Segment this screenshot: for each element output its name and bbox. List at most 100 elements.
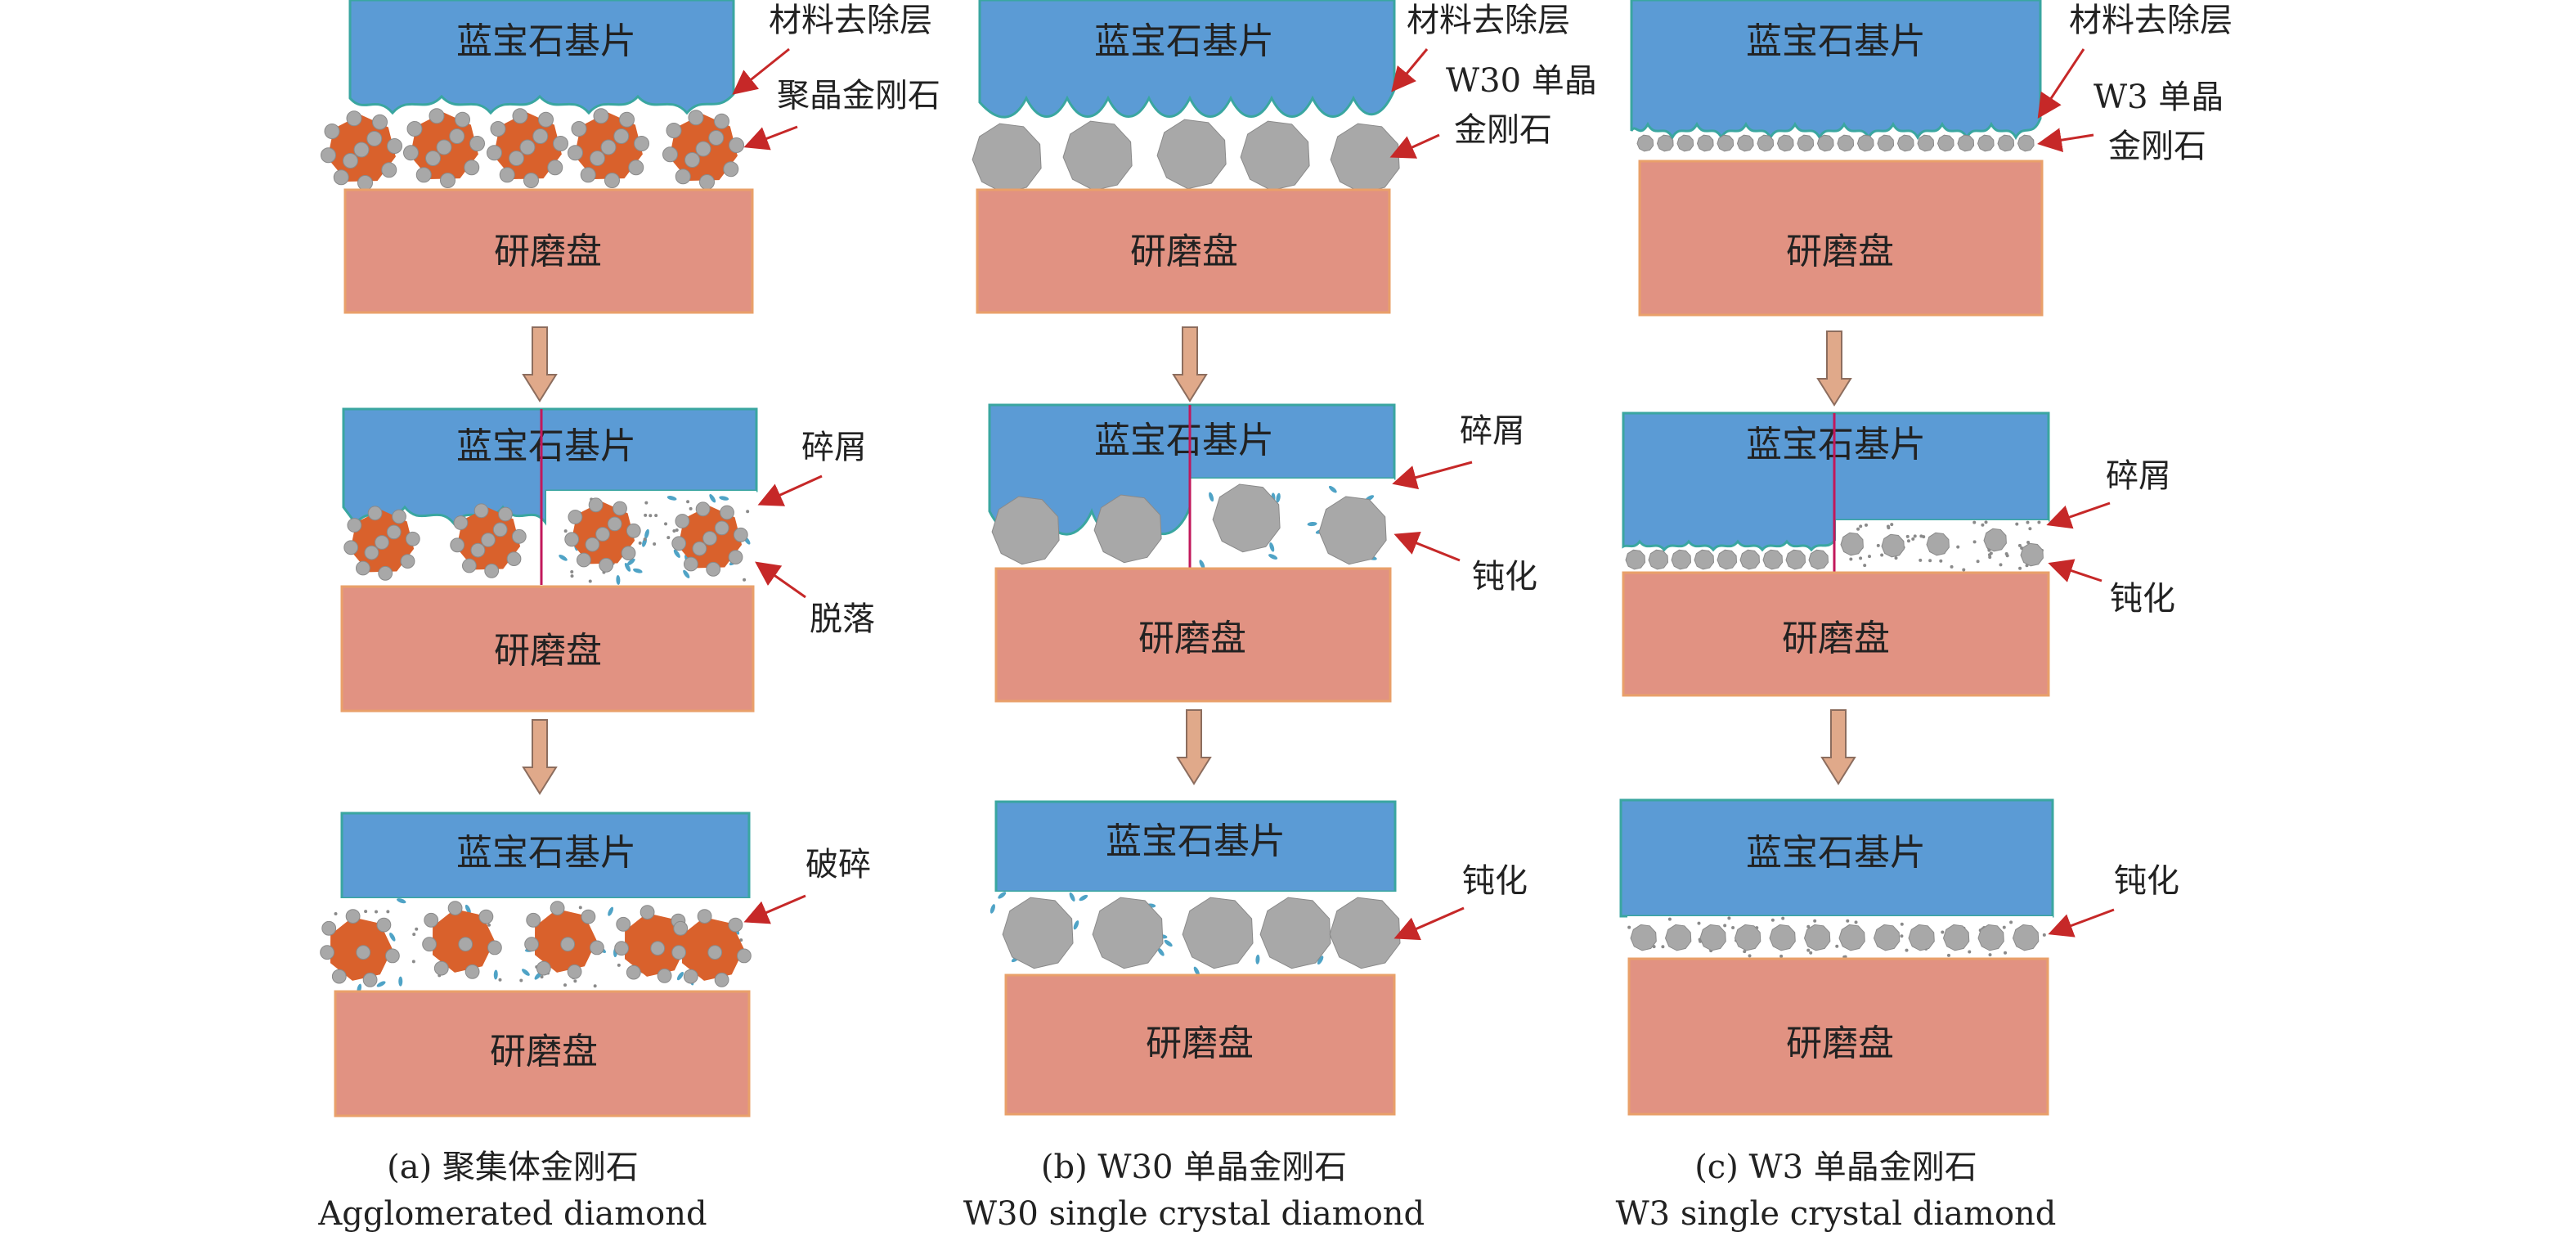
- agglomerate-sub-particle: [714, 113, 729, 129]
- agglomerate-sub-particle: [702, 531, 717, 546]
- agglomerate-sub-particle: [499, 167, 515, 183]
- agglomerate-sub-particle: [707, 945, 723, 960]
- b3-disc: [1004, 973, 1396, 1116]
- fine-debris-dot: [563, 983, 568, 987]
- fine-debris-dot: [1743, 950, 1747, 954]
- c-down-arrow-2: [1820, 709, 1856, 785]
- fine-debris-dot: [1890, 523, 1894, 527]
- single-crystal-grain: [1837, 134, 1855, 152]
- a-poly-diamond-label: 聚晶金刚石: [777, 77, 940, 115]
- fine-debris-dot: [1859, 524, 1863, 528]
- fine-debris-dot: [1894, 556, 1898, 560]
- fine-debris-dot: [739, 938, 743, 942]
- c-removal-layer-label: 材料去除层: [2069, 2, 2233, 39]
- agglomerate-sub-particle: [728, 550, 743, 564]
- agglomerate-sub-particle: [343, 153, 358, 169]
- agglomerate-sub-particle: [484, 563, 500, 578]
- a-detach-pointer: [755, 561, 806, 599]
- fine-debris-dot: [412, 933, 416, 937]
- fine-debris-dot: [1962, 568, 1966, 572]
- single-crystal-grain: [1838, 924, 1865, 951]
- single-crystal-grain: [1983, 528, 2007, 552]
- agglomerate-sub-particle: [684, 152, 700, 168]
- agglomerate-sub-particle: [695, 501, 711, 517]
- b-blunt-pointer: [1393, 531, 1461, 562]
- debris-particle: [1079, 894, 1088, 902]
- c2-disc-label: 研磨盘: [1782, 618, 1890, 659]
- fine-debris-dot: [415, 927, 419, 931]
- fine-debris-dot: [1865, 523, 1869, 527]
- c2-disc: [1622, 571, 2050, 697]
- c1-disc-label: 研磨盘: [1786, 231, 1894, 272]
- caption-c-en: W3 single crystal diamond: [1616, 1195, 2057, 1233]
- fine-debris-dot: [1972, 520, 1977, 524]
- fine-debris-dot: [1731, 926, 1735, 930]
- a-removal-pointer: [732, 47, 790, 95]
- b-debris-pointer: [1392, 461, 1473, 490]
- fine-debris-dot: [578, 906, 582, 910]
- agglomerate-sub-particle: [604, 173, 620, 188]
- agglomerate-sub-particle: [375, 535, 389, 550]
- b2-disc: [994, 567, 1392, 703]
- b-removal-pointer: [1391, 48, 1429, 92]
- a1-disc: [343, 188, 754, 314]
- agglomerate-sub-particle: [640, 905, 655, 920]
- c1-disc: [1638, 160, 2044, 317]
- agglomerate-sub-particle: [458, 937, 473, 952]
- fine-debris-dot: [573, 979, 577, 983]
- c1-substrate-label: 蓝宝石基片: [1746, 20, 1926, 62]
- single-crystal-grain: [1881, 533, 1905, 558]
- fine-debris-dot: [1919, 558, 1923, 562]
- process-arrow-shape: [1172, 326, 1208, 402]
- a1-disc-label: 研磨盘: [494, 231, 602, 272]
- b1-substrate-label: 蓝宝石基片: [1094, 20, 1274, 62]
- fine-debris-dot: [2009, 920, 2013, 924]
- single-crystal-grain: [1776, 134, 1794, 152]
- agglomerate-sub-particle: [619, 111, 635, 128]
- agglomerate-sub-particle: [675, 514, 690, 528]
- fine-debris-dot: [1984, 520, 1988, 524]
- fine-debris-dot: [653, 542, 657, 546]
- process-arrow-shape: [1816, 330, 1852, 407]
- fine-debris-dot: [1809, 951, 1813, 955]
- agglomerate-sub-particle: [673, 920, 689, 936]
- a2-stage: 蓝宝石基片 研磨盘: [340, 407, 758, 713]
- agglomerate-sub-particle: [392, 509, 406, 524]
- agglomerate-sub-particle: [387, 138, 402, 154]
- c-blunt-label-2: 钝化: [2114, 862, 2179, 900]
- fine-debris-dot: [570, 574, 574, 578]
- debris-particle: [616, 574, 621, 585]
- b-down-arrow-1: [1172, 326, 1208, 402]
- fine-debris-dot: [1900, 934, 1904, 938]
- debris-particle: [608, 906, 614, 916]
- agglomerate-sub-particle: [728, 917, 743, 933]
- fine-debris-dot: [411, 960, 415, 964]
- fine-debris-dot: [644, 501, 648, 505]
- fine-debris-dot: [1806, 924, 1811, 929]
- fine-debris-dot: [672, 528, 676, 533]
- agglomerate-sub-particle: [378, 565, 393, 581]
- agglomerate-sub-particle: [536, 960, 551, 976]
- fine-debris-dot: [2002, 925, 2006, 929]
- b-blunt-label-2: 钝化: [1462, 862, 1528, 900]
- agglomerate-sub-particle: [697, 909, 712, 924]
- fine-debris-dot: [2042, 933, 2046, 937]
- single-crystal-grain: [1936, 134, 1954, 152]
- single-crystal-grain: [1977, 924, 2004, 951]
- b-removal-layer-label: 材料去除层: [1407, 2, 1570, 39]
- single-crystal-grain: [1908, 924, 1935, 951]
- debris-particle: [719, 496, 729, 501]
- agglomerate-sub-particle: [613, 128, 630, 144]
- b3-stage: 蓝宝石基片 研磨盘: [985, 800, 1401, 1116]
- single-crystal-grain: [1329, 897, 1401, 969]
- agglomerate-sub-particle: [714, 520, 729, 536]
- fine-debris-dot: [1946, 953, 1950, 957]
- debris-particle: [1164, 939, 1173, 947]
- debris-particle: [666, 496, 677, 501]
- agglomerate-sub-particle: [699, 174, 715, 190]
- single-crystal-grain: [1699, 924, 1726, 951]
- single-crystal-grain: [1957, 134, 1975, 152]
- agglomerate-sub-particle: [345, 909, 361, 924]
- fine-debris-dot: [675, 528, 679, 532]
- a-detach-label: 脱落: [810, 600, 875, 638]
